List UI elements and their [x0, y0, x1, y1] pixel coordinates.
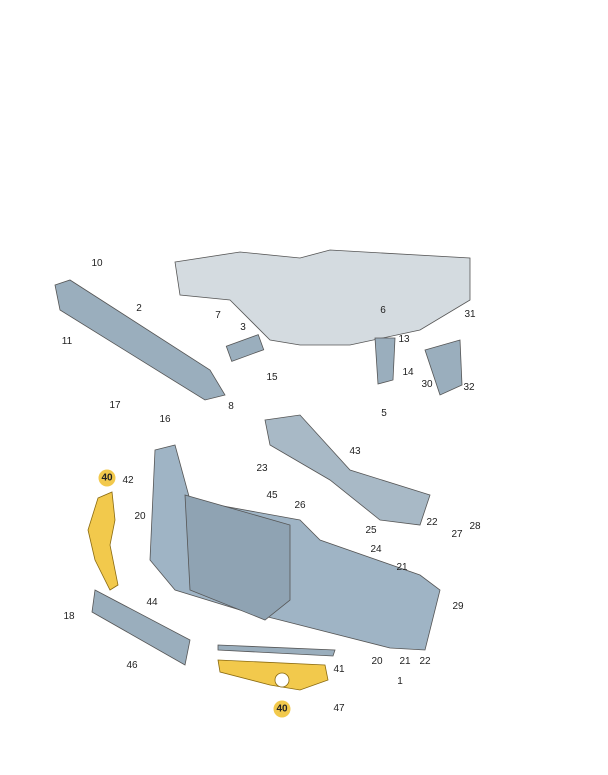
part-label-13: 13 [398, 334, 410, 345]
part-label-22: 22 [426, 517, 438, 528]
grille [184, 494, 291, 621]
impact-absorber [225, 334, 265, 362]
bumper-reinforcement-43 [264, 414, 431, 526]
license-plate-holder-46 [91, 589, 191, 666]
part-label-15: 15 [266, 372, 278, 383]
part-label-20: 20 [134, 511, 146, 522]
group-label-21: 21 [399, 656, 411, 667]
radiator-support [174, 249, 471, 346]
part-label-5: 5 [381, 408, 387, 419]
part-label-26: 26 [294, 500, 306, 511]
part-label-40-highlighted: 40 [98, 469, 116, 487]
part-label-10: 10 [91, 258, 103, 269]
part-label-24: 24 [370, 544, 382, 555]
part-label-3: 3 [240, 322, 246, 333]
part-label-31: 31 [464, 309, 476, 320]
group-label-22: 22 [419, 656, 431, 667]
grille-insert-right-40 [217, 659, 329, 691]
part-label-11: 11 [61, 336, 73, 347]
part-label-23: 23 [256, 463, 268, 474]
part-label-6: 6 [380, 305, 386, 316]
bracket-13 [374, 337, 396, 385]
part-label-27: 27 [451, 529, 463, 540]
part-label-16: 16 [159, 414, 171, 425]
group-label-20: 20 [371, 656, 383, 667]
part-label-45: 45 [266, 490, 278, 501]
part-label-8: 8 [228, 401, 234, 412]
part-label-47: 47 [333, 703, 345, 714]
part-label-21: 21 [396, 562, 408, 573]
part-label-30: 30 [421, 379, 433, 390]
part-label-44: 44 [146, 597, 158, 608]
part-label-14: 14 [402, 367, 414, 378]
part-label-7: 7 [215, 310, 221, 321]
grille-insert-left-40 [87, 491, 119, 591]
part-label-41: 41 [333, 664, 345, 675]
part-label-17: 17 [109, 400, 121, 411]
part-label-42: 42 [122, 475, 134, 486]
part-label-40-highlighted-bottom: 40 [273, 700, 291, 718]
part-label-28: 28 [469, 521, 481, 532]
trim-strip-41 [217, 644, 336, 657]
part-label-2: 2 [136, 303, 142, 314]
part-label-25: 25 [365, 525, 377, 536]
bumper-carrier-beam [54, 279, 226, 401]
part-label-1: 1 [397, 676, 403, 687]
part-label-46: 46 [126, 660, 138, 671]
part-label-32: 32 [463, 382, 475, 393]
part-label-18: 18 [63, 611, 75, 622]
part-label-43: 43 [349, 446, 361, 457]
bracket-30 [424, 339, 463, 396]
part-label-29: 29 [452, 601, 464, 612]
